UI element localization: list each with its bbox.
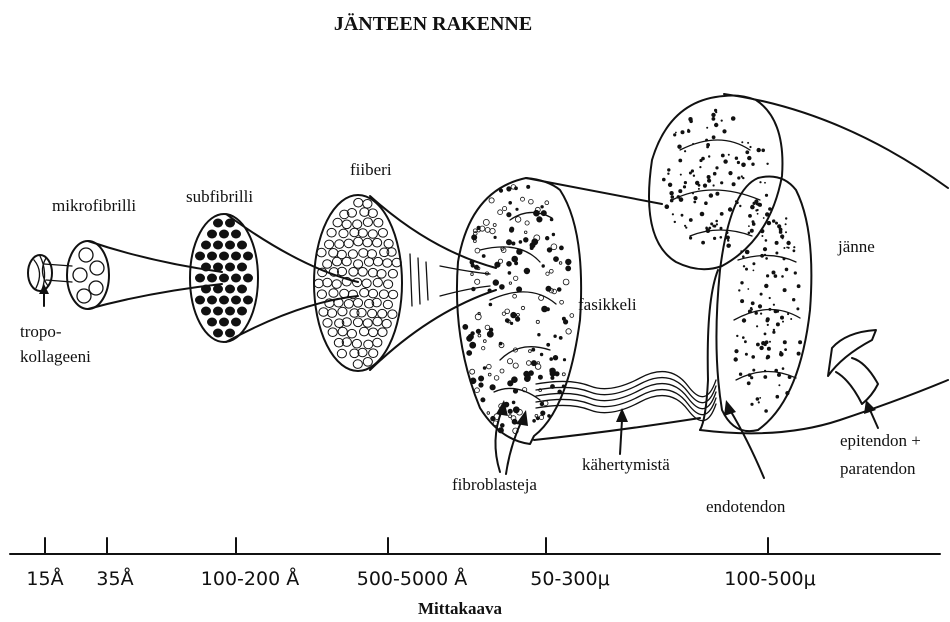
scale-caption: Mittakaava xyxy=(418,599,503,618)
label-paratendon: paratendon xyxy=(840,459,916,478)
fiber-structure xyxy=(314,195,496,371)
label-kahertymista: kähertymistä xyxy=(582,455,670,474)
label-janne: jänne xyxy=(837,237,875,256)
label-subfibrilli: subfibrilli xyxy=(186,187,253,206)
label-fiiberi: fiiberi xyxy=(350,160,392,179)
diagram-title: JÄNTEEN RAKENNE xyxy=(334,12,532,35)
scale-label-5: 50-300μ xyxy=(530,568,609,590)
label-tropo: tropo- xyxy=(20,322,62,341)
tropocollagen-structure xyxy=(28,255,72,306)
scale-label-1: 15Å xyxy=(26,567,63,590)
label-fibroblasteja: fibroblasteja xyxy=(452,475,537,494)
label-epitendon: epitendon + xyxy=(840,431,921,450)
scale-label-6: 100-500μ xyxy=(724,568,815,590)
scale-label-3: 100-200 Å xyxy=(201,567,299,590)
label-endotendon: endotendon xyxy=(706,497,786,516)
label-fasikkeli: fasikkeli xyxy=(578,295,637,314)
scale-label-4: 500-5000 Å xyxy=(357,567,468,590)
label-kollageeni: kollageeni xyxy=(20,347,91,366)
scale-axis: 15Å 35Å 100-200 Å 500-5000 Å 50-300μ 100… xyxy=(10,538,940,618)
pointer-arrows xyxy=(495,400,878,478)
tendon-structure xyxy=(649,94,948,433)
scale-label-2: 35Å xyxy=(96,567,133,590)
subfibril-structure xyxy=(190,214,358,342)
label-mikrofibrilli: mikrofibrilli xyxy=(52,196,136,215)
